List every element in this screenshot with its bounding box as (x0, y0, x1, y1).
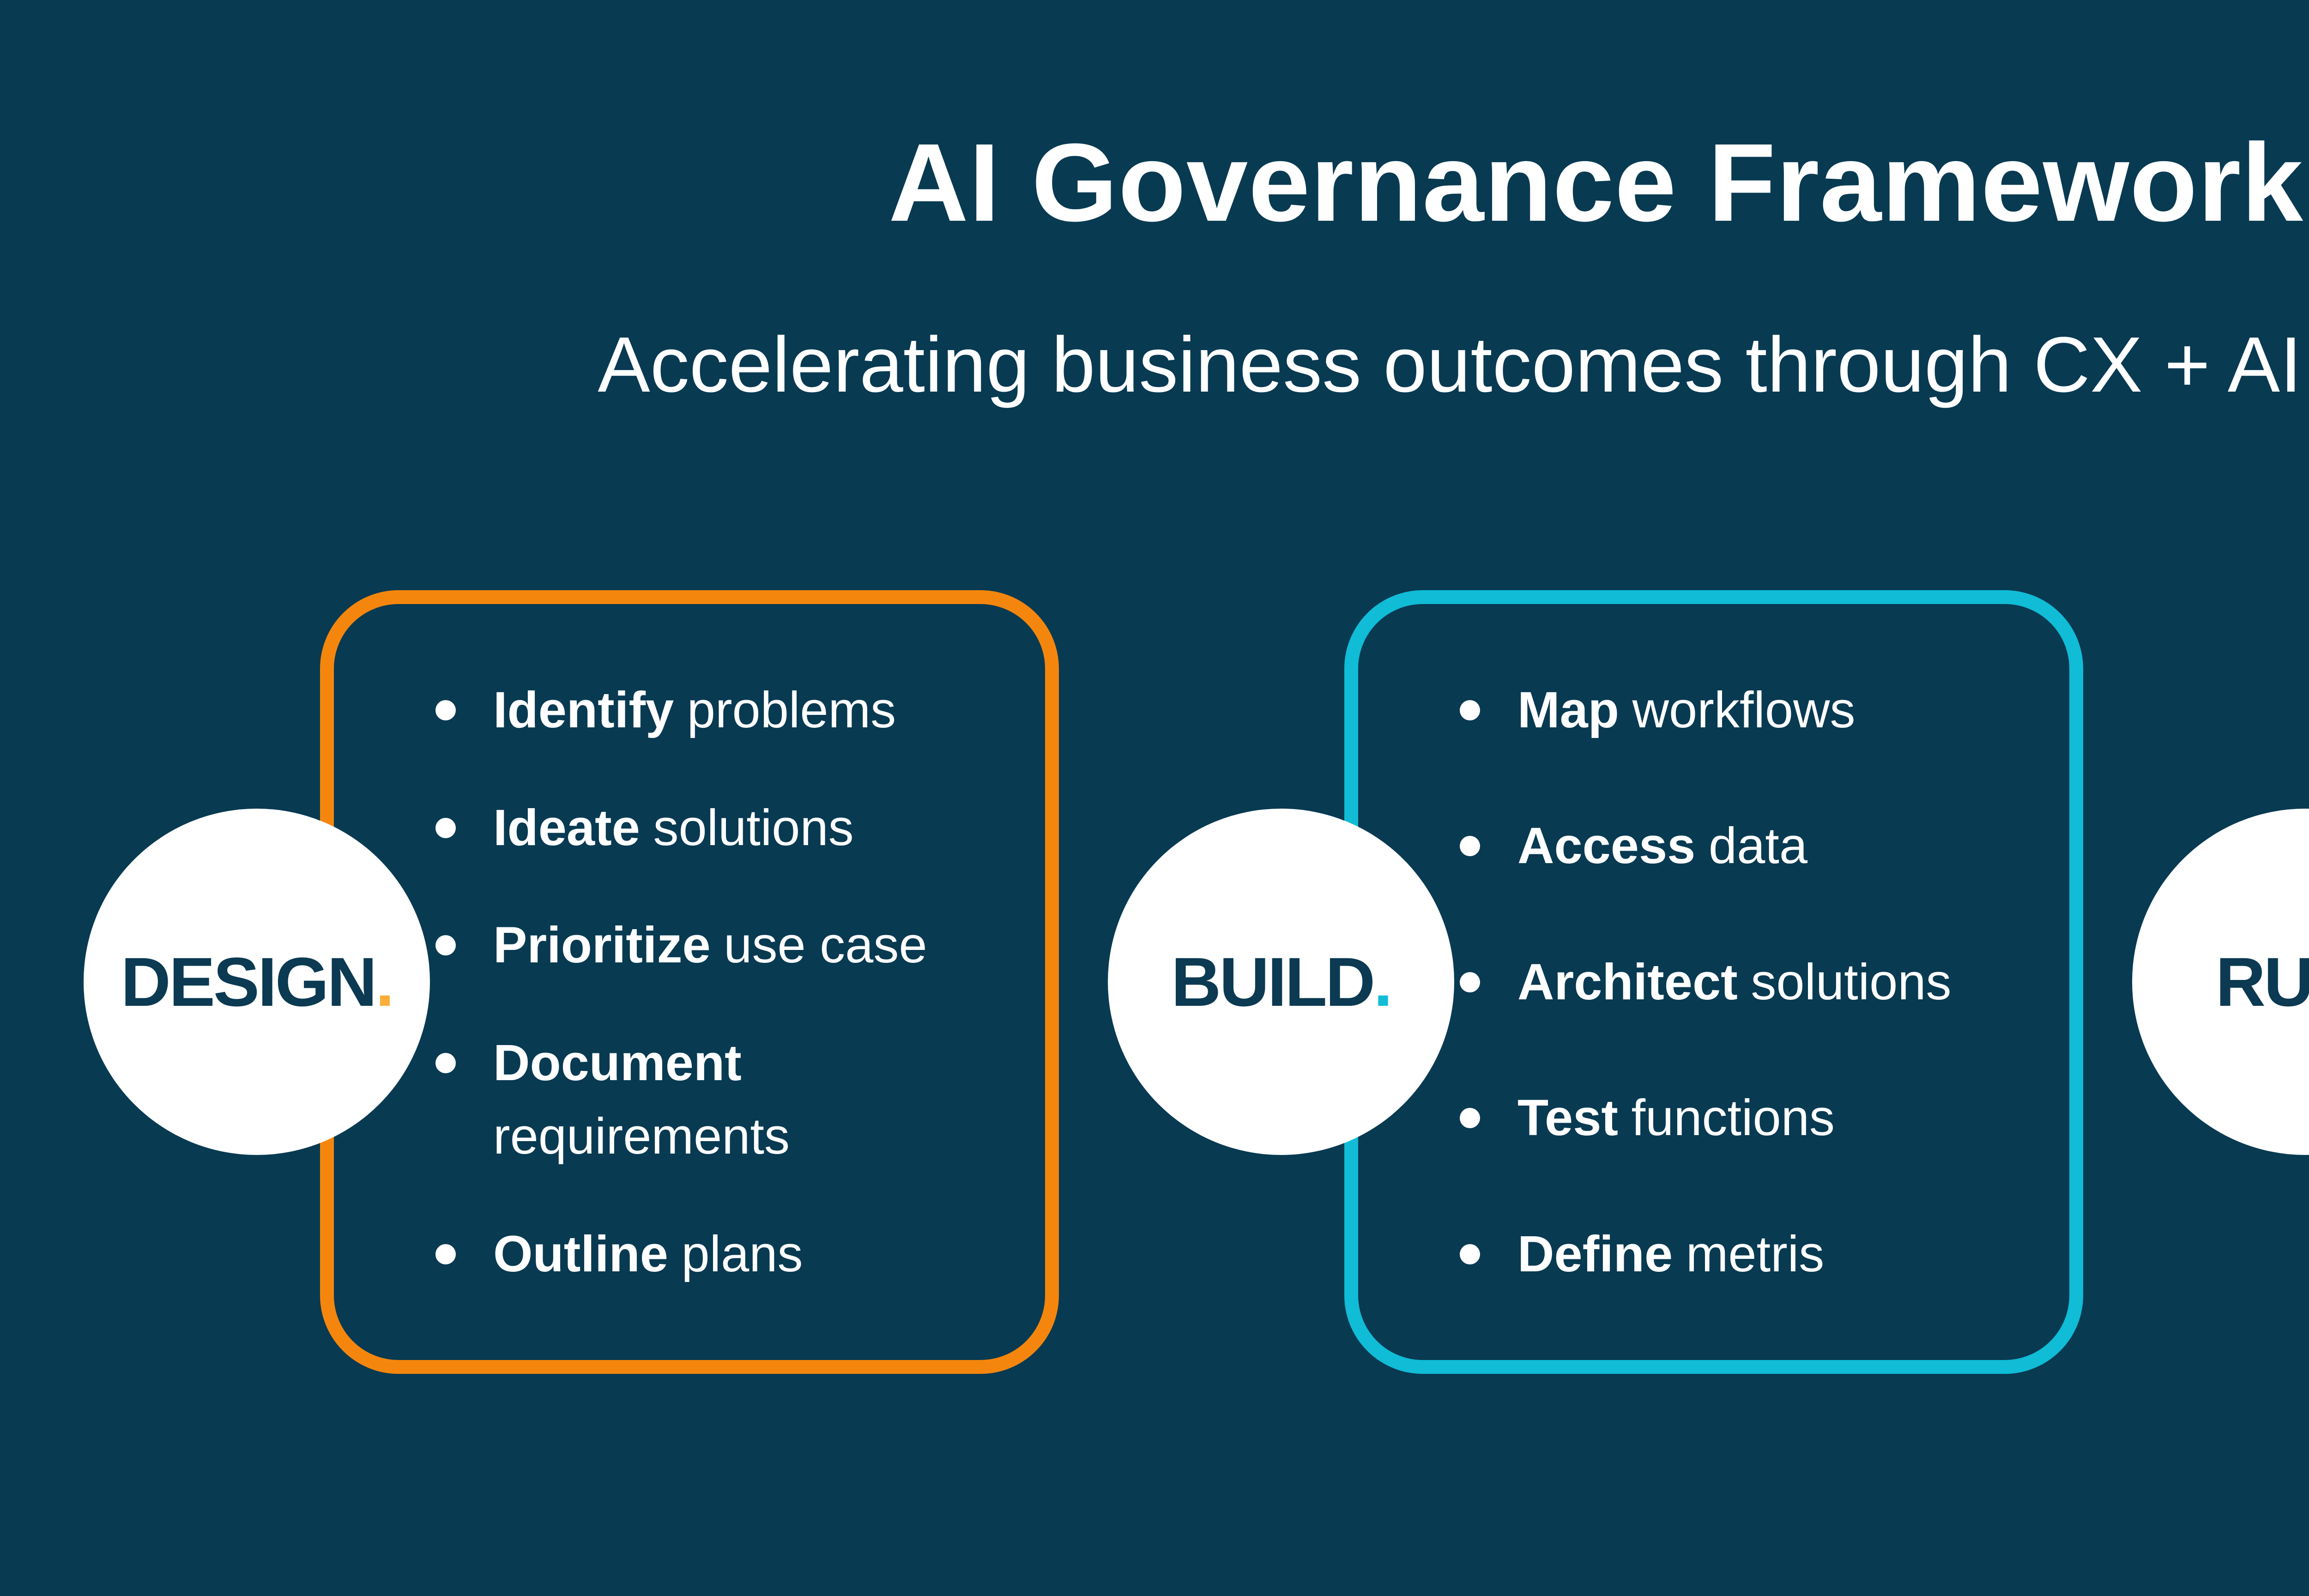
stage-badge-label: DESIGN (121, 943, 377, 1021)
item-rest: requirements (493, 1108, 790, 1165)
bullet-dot-icon (435, 817, 456, 838)
bullet-dot-icon (435, 935, 456, 955)
ruin-stage-badge: RUIN. (2132, 809, 2309, 1155)
item-rest: solutions (653, 799, 854, 856)
item-lead: Document (493, 1034, 742, 1091)
stage-badge-text: RUIN. (2216, 942, 2309, 1022)
page-title: AI Governance Framework (888, 121, 2304, 244)
item-lead: Test (1517, 1089, 1619, 1147)
item-lead: Ideate (493, 799, 640, 856)
item-lead: Prioritize (493, 917, 711, 973)
item-rest: workflows (1632, 682, 1856, 738)
bullet-dot-icon (435, 1052, 456, 1073)
item-lead: Outline (493, 1225, 668, 1282)
item-lead: Architect (1517, 953, 1738, 1010)
stage-badge-label: RUIN (2215, 943, 2309, 1021)
build-stage-badge: BUILD. (1108, 809, 1454, 1155)
item-lead: Identify (493, 682, 674, 738)
list-item: Document requirements (435, 1026, 1027, 1173)
item-rest: metris (1686, 1225, 1825, 1282)
bullet-dot-icon (1460, 836, 1480, 857)
item-rest: problems (687, 682, 896, 738)
bullet-dot-icon (1460, 972, 1480, 992)
item-lead: Define (1517, 1225, 1673, 1282)
stage-badge-text: BUILD. (1171, 942, 1393, 1022)
item-rest: solutions (1751, 953, 1952, 1010)
design-stage-badge: DESIGN. (84, 809, 430, 1155)
bullet-dot-icon (1460, 1244, 1480, 1264)
item-rest: plans (681, 1225, 803, 1282)
item-rest: functions (1631, 1089, 1835, 1147)
item-rest: use case (724, 917, 927, 973)
stage-badge-period: . (375, 943, 395, 1021)
stage-badge-period: . (1373, 943, 1393, 1021)
item-lead: Map (1517, 682, 1619, 738)
bullet-dot-icon (435, 1244, 456, 1264)
item-lead: Access (1517, 817, 1696, 875)
item-rest: data (1708, 817, 1808, 875)
stage-badge-label: BUILD (1171, 943, 1375, 1021)
bullet-dot-icon (435, 700, 456, 720)
bullet-dot-icon (1460, 1108, 1480, 1129)
stage-badge-text: DESIGN. (121, 942, 395, 1022)
page-subtitle: Accelerating business outcomes through C… (598, 321, 2309, 409)
bullet-dot-icon (1460, 700, 1480, 720)
